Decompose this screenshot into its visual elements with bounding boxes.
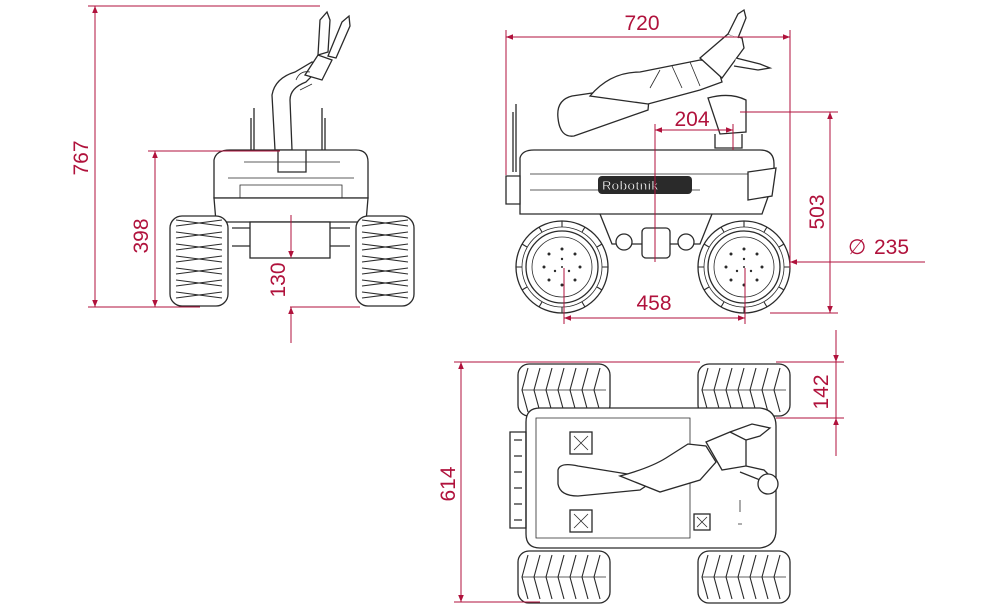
side-front-light [747, 167, 777, 201]
front-gripper-right [327, 14, 351, 59]
front-body-top [213, 149, 369, 199]
side-antenna [512, 104, 517, 172]
dim-142-label: 142 [810, 374, 833, 409]
front-gripper-left [317, 10, 331, 56]
top-arm-joint [757, 473, 779, 495]
dim-503-label: 503 [806, 194, 829, 229]
top-arm-fore [617, 443, 717, 493]
dim-614-label: 614 [437, 466, 460, 501]
dim-204-label: 204 [674, 108, 709, 131]
top-tyre-front-right [697, 550, 791, 604]
dim-130-label: 130 [267, 262, 290, 297]
dim-720-label: 720 [624, 12, 659, 35]
front-arm-wrist [303, 54, 333, 81]
top-view: 614 142 [437, 330, 844, 604]
top-vent-a [569, 431, 593, 455]
side-logo-plate [598, 176, 692, 194]
front-view: 767 398 130 [70, 5, 415, 343]
side-port-right [677, 233, 695, 251]
front-left-tyre [169, 215, 229, 307]
side-arm-fore [588, 59, 723, 105]
front-right-tyre [355, 215, 415, 307]
top-vent-c [693, 513, 711, 531]
side-arm-base [707, 94, 747, 135]
top-vent-b [569, 509, 593, 533]
side-front-wheel [697, 220, 791, 314]
diameter-symbol: ∅ [848, 236, 866, 259]
robotnik-logo: Robotnik [602, 178, 659, 193]
side-port-left [615, 233, 633, 251]
dim-398-label: 398 [130, 218, 153, 253]
side-center-plate [641, 227, 671, 259]
side-gripper-a [727, 8, 747, 39]
dim-767-label: 767 [70, 140, 93, 175]
dim-458-label: 458 [636, 292, 671, 315]
front-bumper [249, 221, 331, 259]
dim-235-label: 235 [874, 236, 909, 259]
front-antennas [250, 108, 326, 150]
top-tyre-rear-right [517, 550, 611, 604]
side-rear-wheel [515, 220, 609, 314]
side-gripper-b [733, 57, 773, 71]
top-arm-wrist [705, 431, 747, 471]
side-view: Robotnik 720 204 503 ∅ 235 458 [505, 8, 925, 324]
